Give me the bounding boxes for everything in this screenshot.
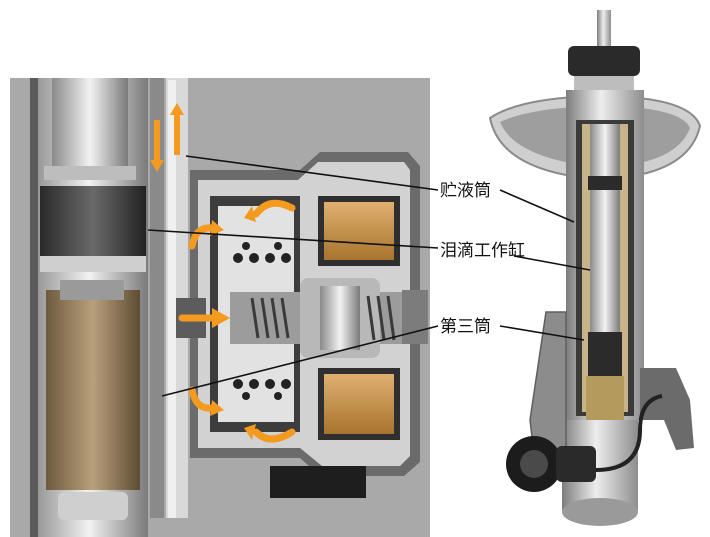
spring-lower: [233, 379, 291, 400]
spring-upper: [233, 242, 291, 263]
leader-lines: [147, 155, 591, 397]
solenoid-coil-upper: [324, 202, 394, 260]
cable: [595, 394, 663, 472]
flow-arrow-heads: [210, 206, 256, 440]
label-damping-cylinder: 泪滴工作缸: [440, 240, 525, 261]
leader-third-right: [499, 325, 585, 341]
piston-rod: [52, 78, 128, 166]
spool-spring: [250, 295, 396, 341]
flow-arrow-vertical: [150, 103, 184, 172]
leader-damping-right: [513, 255, 591, 271]
label-reservoir-tube: 贮液筒: [440, 181, 491, 201]
oil-chamber: [46, 290, 140, 490]
leader-third-left: [161, 325, 439, 397]
flow-arrow-valve: [178, 199, 296, 443]
strut-cutaway: [488, 10, 702, 526]
leader-reservoir-left: [185, 155, 439, 191]
top-mount: [568, 46, 640, 76]
strut-rod: [597, 10, 611, 56]
label-third-tube: 第三筒: [440, 317, 491, 337]
leader-reservoir-right: [499, 189, 575, 223]
valve-cutaway: [10, 78, 430, 537]
leader-damping-left: [147, 229, 439, 249]
strut-piston: [588, 332, 622, 376]
piston: [40, 186, 146, 256]
solenoid-coil-lower: [324, 374, 394, 434]
